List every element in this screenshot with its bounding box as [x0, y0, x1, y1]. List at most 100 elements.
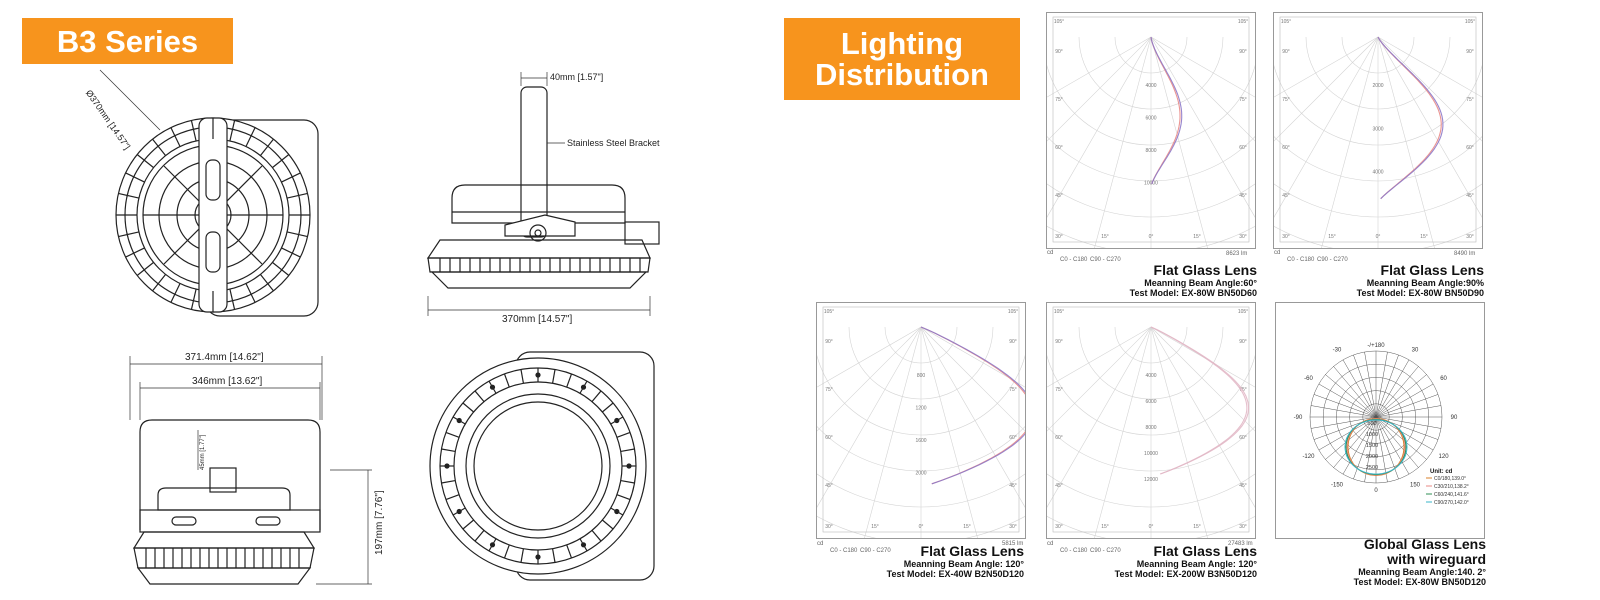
fin — [170, 283, 181, 303]
grid-spoke — [1375, 351, 1388, 418]
grid-spoke — [1274, 36, 1379, 98]
angle-label: 90 — [1451, 415, 1458, 421]
grid-spoke — [1375, 416, 1442, 429]
polar-grid — [1274, 36, 1482, 248]
bottom-angle-label: 15° — [871, 524, 879, 530]
caption-global: Global Glass Lens with wireguard Meannin… — [1354, 537, 1486, 588]
angle-label: 90° — [1239, 339, 1247, 345]
grid-spoke — [1313, 394, 1377, 418]
fin — [462, 519, 475, 530]
distribution-curve — [1377, 36, 1444, 200]
fin — [520, 369, 525, 384]
unit-label: Unit: cd — [1430, 469, 1453, 475]
bottom-angle-label: 30° — [1009, 524, 1017, 530]
bottom-angle-label: 15° — [1101, 524, 1109, 530]
legend-entry: C0/180,139.0° — [1434, 476, 1466, 482]
grid-spoke — [1321, 36, 1379, 248]
distribution-curve — [920, 326, 1025, 485]
fin — [281, 247, 301, 258]
fin — [445, 494, 460, 501]
grid-spoke — [1047, 36, 1152, 98]
bottom-angle-label: 15° — [963, 524, 971, 530]
front-width-inner-label: 346mm [13.62"] — [192, 376, 263, 387]
angle-label: 75° — [1009, 387, 1017, 393]
legend-entry: C60/240,141.6° — [1434, 492, 1469, 498]
angle-label: -/+180 — [1367, 343, 1385, 349]
grid-spoke — [864, 326, 922, 538]
angle-label: 45° — [1055, 193, 1063, 199]
distribution-curve — [1150, 36, 1181, 185]
fin — [245, 283, 256, 303]
fin — [474, 390, 485, 403]
grid-spoke — [1150, 326, 1208, 538]
grid-spoke — [817, 326, 922, 432]
distribution-curve — [1344, 419, 1408, 475]
bottom-angle-label: 30° — [1055, 234, 1063, 240]
grid-spoke — [1364, 416, 1377, 483]
fin — [441, 448, 456, 453]
grid-spoke — [1150, 326, 1255, 432]
side-view-drawing — [426, 86, 660, 289]
corner-label: 105° — [824, 309, 834, 315]
grid-spoke — [1325, 416, 1377, 460]
cd-label: cd — [1274, 250, 1281, 256]
angle-label: 45° — [825, 483, 833, 489]
angle-label: 45° — [1009, 483, 1017, 489]
grid-spoke — [1375, 366, 1419, 418]
grid-spoke — [1150, 36, 1255, 218]
caption-beam-angle: Meanning Beam Angle: 120° — [903, 559, 1024, 569]
fin — [229, 288, 236, 310]
fin-bolt — [456, 417, 462, 424]
grid-spoke — [1377, 36, 1482, 98]
fin-bolt — [535, 554, 541, 560]
bottom-angle-label: 15° — [1101, 234, 1109, 240]
intensity-ring-label: 6000 — [1145, 116, 1156, 122]
corner-label: 105° — [1238, 309, 1248, 315]
polar-chart-90: 105°105°90°90°75°75°60°60°45°45°30°15°0°… — [1273, 12, 1483, 249]
technical-drawings — [99, 69, 660, 585]
angle-label: 75° — [825, 387, 833, 393]
fin — [620, 479, 635, 484]
legend-c90: C90 - C270 — [1090, 257, 1121, 263]
angle-label: 60° — [1055, 435, 1063, 441]
fin — [462, 402, 475, 413]
grid-spoke — [1333, 366, 1377, 418]
angle-label: 60 — [1440, 376, 1447, 382]
global-grid — [1309, 350, 1443, 484]
grid-spoke — [1047, 36, 1152, 218]
fin — [170, 127, 181, 147]
grid-spoke — [1375, 354, 1399, 418]
fin — [620, 448, 635, 453]
fin — [551, 369, 556, 384]
angle-label: -150 — [1331, 483, 1344, 489]
grid-spoke — [1150, 326, 1255, 508]
grid-spoke — [1150, 326, 1255, 388]
angle-label: -60 — [1304, 376, 1313, 382]
fin — [286, 192, 308, 199]
caption-beam-angle: Meanning Beam Angle:60° — [1144, 278, 1257, 288]
grid-spoke — [1375, 394, 1439, 418]
angle-label: 60° — [1466, 145, 1474, 151]
grid-spoke — [920, 326, 978, 538]
lighting-title-line2: Distribution — [815, 57, 989, 92]
bottom-angle-label: 30° — [1239, 234, 1247, 240]
grid-spoke — [1375, 416, 1388, 483]
bottom-angle-label: 0° — [1376, 234, 1381, 240]
corner-label: 105° — [1054, 19, 1064, 25]
bottom-angle-label: 30° — [1055, 524, 1063, 530]
intensity-ring-label: 800 — [917, 373, 926, 379]
grid-spoke — [1150, 36, 1208, 248]
intensity-ring-label: 4000 — [1145, 83, 1156, 89]
fin — [591, 390, 602, 403]
legend-c0: C0 - C180 — [1287, 257, 1315, 263]
caption-title: Flat Glass Lens — [1380, 262, 1484, 278]
caption-test-model: Test Model: EX-80W BN50D60 — [1129, 288, 1257, 298]
angle-label: 45° — [1239, 193, 1247, 199]
fin — [601, 402, 614, 413]
intensity-ring-label: 8000 — [1145, 425, 1156, 431]
angle-label: 90° — [1055, 339, 1063, 345]
fin — [286, 231, 308, 238]
bottom-angle-label: 15° — [1193, 234, 1201, 240]
angle-label: 90° — [1055, 49, 1063, 55]
fin — [503, 373, 510, 388]
